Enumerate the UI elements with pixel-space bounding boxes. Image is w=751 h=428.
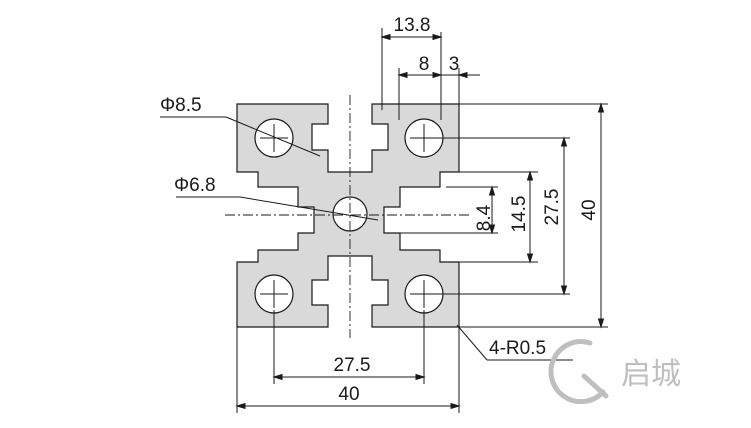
bottom-dimension-lines — [235, 310, 461, 413]
dim-27-5-right-label: 27.5 — [542, 189, 563, 226]
dim-27-5-bottom-label: 27.5 — [334, 355, 371, 376]
phi-8-5-label: Φ8.5 — [160, 95, 202, 116]
dim-8-4-label: 8.4 — [474, 204, 495, 231]
right-dimension-lines — [488, 102, 605, 329]
dim-13-8-label: 13.8 — [394, 15, 431, 36]
dim-40-right-label: 40 — [579, 199, 600, 220]
leader-radius — [456, 324, 573, 361]
center-hole — [332, 196, 368, 232]
dim-14-5-label: 14.5 — [509, 196, 530, 233]
hole-cross-marks — [260, 124, 438, 308]
right-extension-lines — [384, 103, 608, 328]
watermark-logo: 启城 — [548, 339, 681, 405]
watermark-q-icon — [548, 339, 606, 405]
dim-8-label: 8 — [419, 54, 430, 75]
dim-3-label: 3 — [449, 54, 460, 75]
watermark-text: 启城 — [621, 357, 681, 392]
leader-phi-8-5 — [160, 116, 321, 157]
phi-6-8-label: Φ6.8 — [174, 175, 216, 196]
dim-40-bottom-label: 40 — [338, 384, 359, 405]
top-dimensions — [380, 28, 480, 120]
leader-phi-6-8 — [176, 196, 379, 221]
radius-label: 4-R0.5 — [489, 338, 546, 359]
